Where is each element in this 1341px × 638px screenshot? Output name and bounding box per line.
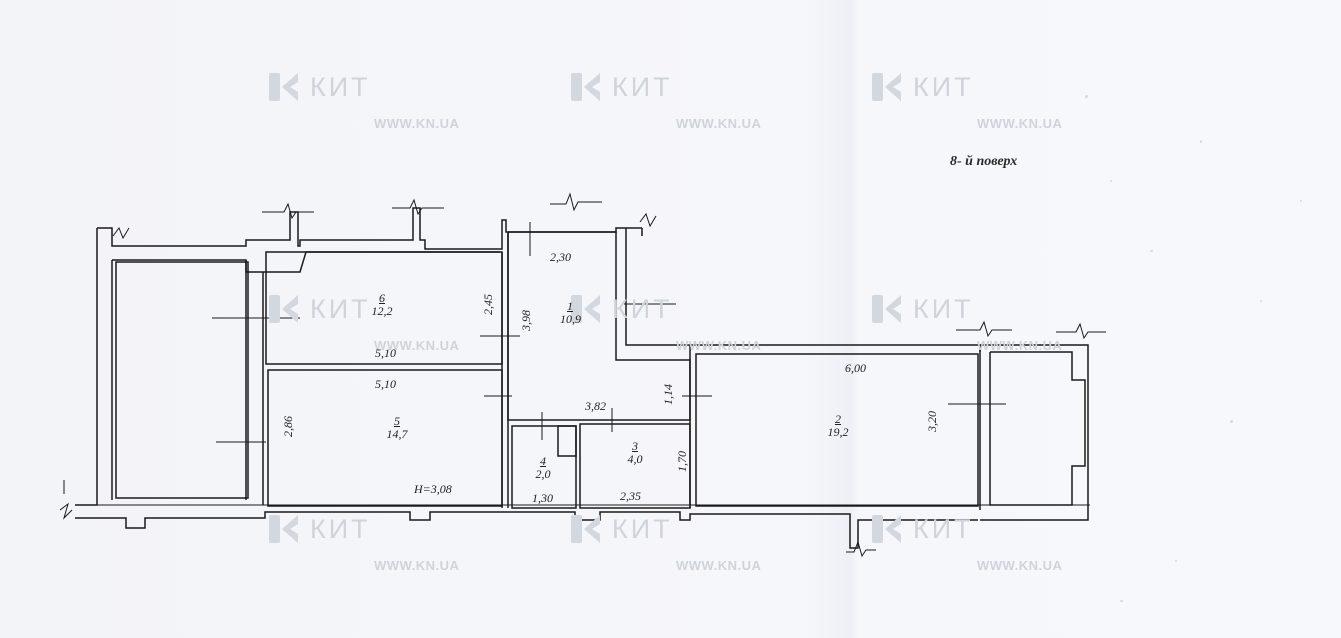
kit-logo-icon bbox=[570, 512, 604, 546]
scan-speck bbox=[1260, 300, 1262, 302]
scan-speck bbox=[1230, 420, 1233, 423]
dimension-label: 5,10 bbox=[375, 377, 396, 391]
dimension-label: 2,30 bbox=[550, 250, 571, 264]
room-3-label: 3 4,0 bbox=[624, 440, 646, 466]
room-area: 10,9 bbox=[560, 312, 581, 326]
room-area: 14,7 bbox=[386, 427, 408, 441]
watermark-brand: КИТ bbox=[612, 514, 673, 544]
scan-speck bbox=[1200, 140, 1202, 143]
watermark-brand: КИТ bbox=[913, 72, 974, 102]
room-5-label: 5 14,7 bbox=[383, 415, 411, 441]
watermark-url: WWW.KN.UA bbox=[374, 116, 460, 131]
room-area: 4,0 bbox=[627, 452, 643, 466]
break-line bbox=[550, 192, 602, 212]
room-2-label: 2 19,2 bbox=[826, 413, 850, 439]
room-number: 1 bbox=[567, 299, 573, 313]
room-4-shaft bbox=[557, 425, 577, 457]
room-6-label: 6 12,2 bbox=[368, 292, 396, 318]
scan-speck bbox=[1300, 200, 1302, 202]
watermark-url: WWW.KN.UA bbox=[676, 116, 762, 131]
scan-speck bbox=[1110, 180, 1112, 182]
room-number: 5 bbox=[394, 414, 400, 428]
watermark-brand: КИТ bbox=[913, 294, 974, 324]
ceiling-height-label: H=3,08 bbox=[414, 482, 452, 496]
break-line bbox=[262, 202, 314, 220]
dimension-label: 2,86 bbox=[281, 416, 295, 437]
room-number: 3 bbox=[632, 439, 638, 453]
watermark-brand: КИТ bbox=[913, 514, 974, 544]
watermark: КИТ WWW.KN.UA bbox=[268, 512, 459, 582]
break-line bbox=[956, 320, 1012, 338]
watermark-url: WWW.KN.UA bbox=[374, 338, 460, 353]
watermark-url: WWW.KN.UA bbox=[977, 558, 1063, 573]
break-line bbox=[639, 212, 657, 228]
room-2-outline bbox=[695, 353, 979, 507]
kit-logo-icon bbox=[871, 292, 905, 326]
dimension-label: 1,30 bbox=[532, 491, 553, 505]
kit-logo-icon bbox=[268, 512, 302, 546]
watermark-brand: КИТ bbox=[310, 72, 371, 102]
scan-speck bbox=[1150, 250, 1153, 252]
watermark: КИТ WWW.KN.UA bbox=[871, 292, 1062, 362]
dimension-label: 2,35 bbox=[620, 489, 641, 503]
floor-label: 8- й поверх bbox=[950, 154, 1018, 169]
kit-logo-icon bbox=[268, 70, 302, 104]
watermark-brand: КИТ bbox=[310, 294, 371, 324]
break-line bbox=[59, 480, 73, 520]
watermark-url: WWW.KN.UA bbox=[676, 338, 762, 353]
watermark: КИТ WWW.KN.UA bbox=[268, 70, 459, 140]
watermark: КИТ WWW.KN.UA bbox=[871, 512, 1062, 582]
kit-logo-icon bbox=[871, 512, 905, 546]
room-area: 2,0 bbox=[535, 467, 551, 481]
room-1-label: 1 10,9 bbox=[560, 299, 581, 326]
outer-wall-right bbox=[980, 344, 1089, 521]
outer-wall-top bbox=[97, 207, 642, 250]
dimension-label: 1,14 bbox=[661, 384, 675, 405]
dimension-label: 3,82 bbox=[585, 399, 606, 413]
watermark: КИТ WWW.KN.UA bbox=[268, 292, 459, 362]
watermark: КИТ WWW.KN.UA bbox=[570, 512, 761, 582]
dimension-label: 3,20 bbox=[925, 411, 939, 432]
room-number: 2 bbox=[835, 412, 841, 426]
dimension-label: 1,70 bbox=[675, 451, 689, 472]
watermark-url: WWW.KN.UA bbox=[977, 116, 1063, 131]
right-balcony-room bbox=[989, 351, 1086, 506]
dimension-label: 5,10 bbox=[375, 346, 396, 360]
outer-wall-left bbox=[75, 228, 98, 506]
dimension-label: 3,98 bbox=[519, 310, 533, 331]
watermark: КИТ WWW.KN.UA bbox=[570, 292, 761, 362]
kit-logo-icon bbox=[268, 292, 302, 326]
kit-logo-icon bbox=[570, 292, 604, 326]
dimension-label: 2,45 bbox=[481, 294, 495, 315]
scan-speck bbox=[1120, 600, 1123, 602]
watermark: КИТ WWW.KN.UA bbox=[871, 70, 1062, 140]
kit-logo-icon bbox=[871, 70, 905, 104]
watermark-url: WWW.KN.UA bbox=[977, 338, 1063, 353]
watermark: КИТ WWW.KN.UA bbox=[570, 70, 761, 140]
watermark-url: WWW.KN.UA bbox=[676, 558, 762, 573]
watermark-brand: КИТ bbox=[612, 294, 673, 324]
break-line bbox=[112, 226, 130, 240]
room-4-outline bbox=[511, 425, 577, 509]
break-line bbox=[846, 540, 876, 558]
watermark-brand: КИТ bbox=[612, 72, 673, 102]
scan-speck bbox=[1085, 95, 1088, 98]
dimension-label: 6,00 bbox=[845, 361, 866, 375]
room-area: 12,2 bbox=[371, 304, 393, 318]
watermark-brand: КИТ bbox=[310, 514, 371, 544]
outer-wall-bottom bbox=[75, 511, 978, 549]
room-number: 4 bbox=[540, 454, 546, 468]
break-line bbox=[1056, 322, 1106, 340]
kit-logo-icon bbox=[570, 70, 604, 104]
watermark-url: WWW.KN.UA bbox=[374, 558, 460, 573]
room-area: 19,2 bbox=[827, 425, 849, 439]
break-line bbox=[392, 198, 444, 216]
left-balcony-room bbox=[115, 261, 249, 499]
scan-speck bbox=[1175, 560, 1177, 562]
room-number: 6 bbox=[379, 291, 385, 305]
room-4-label: 4 2,0 bbox=[532, 455, 554, 481]
